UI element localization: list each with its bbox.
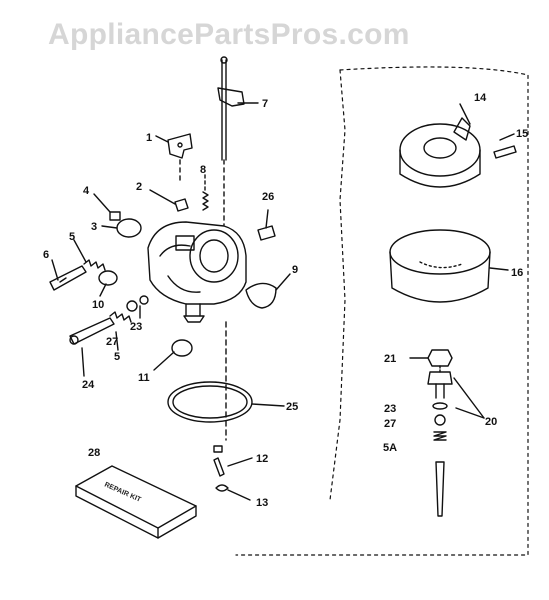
callout-23-right: 23 [384, 403, 396, 415]
callout-11: 11 [138, 372, 150, 384]
watermark: AppliancePartsPros.com [48, 18, 410, 51]
callout-5A: 5A [383, 442, 397, 454]
callout-8: 8 [200, 164, 206, 176]
fitting-part-26[interactable] [257, 225, 276, 241]
callout-12: 12 [256, 453, 268, 465]
callout-28: 28 [88, 447, 100, 459]
callout-2: 2 [136, 181, 142, 193]
callout-7: 7 [262, 98, 268, 110]
callout-27-right: 27 [384, 418, 396, 430]
nut-part-21[interactable] [427, 349, 453, 367]
repair-kit-label: REPAIR KIT [103, 481, 142, 504]
assembly-boundary [235, 66, 529, 556]
assembly-boundary-left [329, 69, 346, 501]
repair-kit-part-28[interactable] [75, 465, 197, 539]
callout-21: 21 [384, 353, 396, 365]
air-filter-body-part-14[interactable] [399, 117, 481, 188]
needle-part-6[interactable] [49, 265, 87, 291]
bowl-gasket-part-25[interactable] [167, 381, 253, 423]
callout-24: 24 [82, 379, 95, 391]
throttle-shaft-part[interactable] [217, 56, 245, 161]
oring-part-10[interactable] [98, 270, 118, 286]
callout-14: 14 [474, 92, 487, 104]
callout-4: 4 [83, 185, 90, 197]
spring-part-8[interactable] [202, 191, 209, 211]
clip-part-13[interactable] [215, 484, 229, 492]
needle-part-24[interactable] [69, 317, 115, 345]
bolt-part-20[interactable] [427, 371, 453, 399]
carburetor-body[interactable] [147, 221, 247, 323]
washer-part-27-right[interactable] [434, 414, 446, 426]
callout-1: 1 [146, 132, 152, 144]
callout-23-left: 23 [130, 321, 142, 333]
seat-part-11[interactable] [171, 339, 193, 357]
washer-part-27[interactable] [126, 300, 138, 312]
gasket-part-9[interactable] [245, 282, 277, 309]
screw-part-2[interactable] [174, 198, 189, 212]
washer-part-23-right[interactable] [432, 402, 448, 410]
callout-5-lower: 5 [114, 351, 120, 363]
callout-13: 13 [256, 497, 268, 509]
screw-lower-right[interactable] [435, 461, 445, 517]
spring-part-5-upper[interactable] [83, 259, 106, 271]
spring-part-5A[interactable] [433, 431, 447, 441]
callout-27-left: 27 [106, 336, 118, 348]
choke-plate-part-3[interactable] [116, 218, 142, 238]
screw-part-4[interactable] [109, 211, 121, 221]
pin-part-15[interactable] [493, 145, 517, 159]
filter-element-part-16[interactable] [389, 229, 491, 303]
callout-25: 25 [286, 401, 298, 413]
callout-26: 26 [262, 191, 274, 203]
callout-15: 15 [516, 128, 528, 140]
oring-part-23[interactable] [139, 295, 149, 305]
callout-20: 20 [485, 416, 497, 428]
choke-lever-part[interactable] [167, 133, 193, 159]
callout-6: 6 [43, 249, 49, 261]
callout-3: 3 [91, 221, 97, 233]
needle-part-12[interactable] [213, 445, 225, 477]
callout-16: 16 [511, 267, 523, 279]
callout-9: 9 [292, 264, 298, 276]
callout-5-upper: 5 [69, 231, 75, 243]
callout-10: 10 [92, 299, 104, 311]
spring-part-5-lower[interactable] [109, 311, 132, 323]
